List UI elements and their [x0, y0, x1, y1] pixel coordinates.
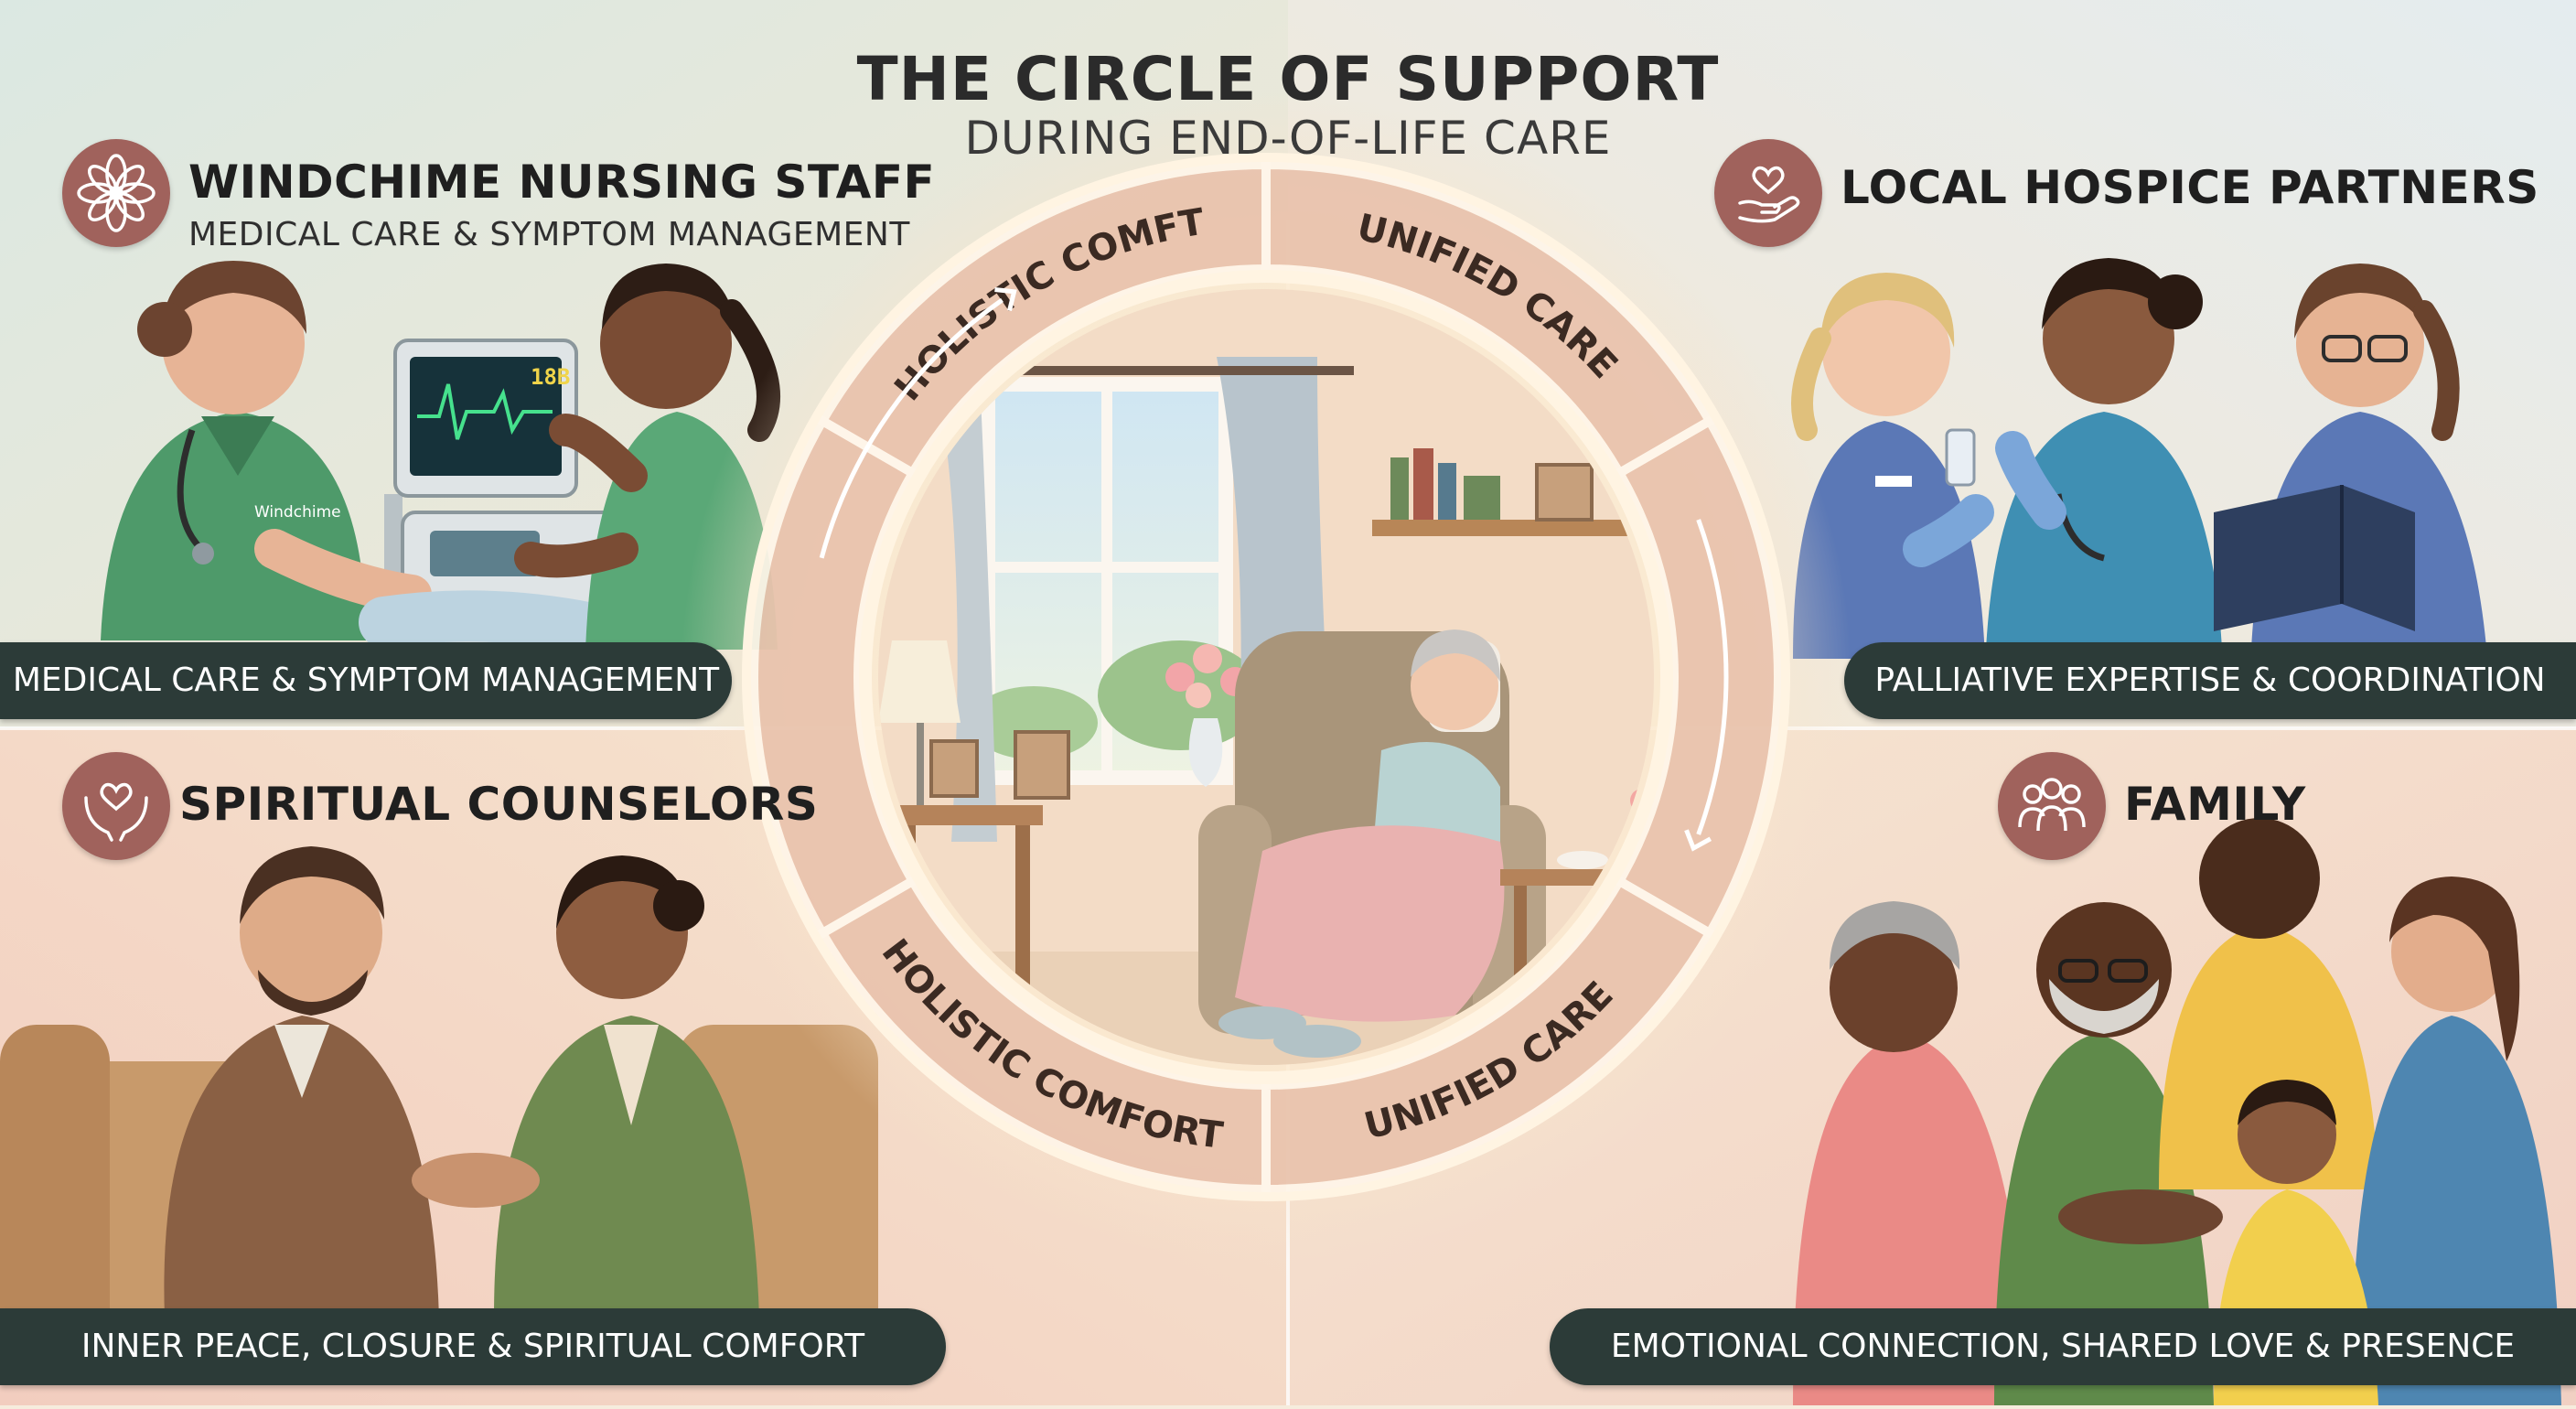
scrub-logo: Windchime — [254, 503, 341, 522]
heart-in-hand-icon — [1738, 166, 1800, 223]
flow-arrow-right-head — [1684, 829, 1712, 852]
flower-mandala-icon — [77, 154, 156, 232]
heart-hands-icon — [84, 782, 148, 842]
room-illustration — [878, 289, 1654, 1065]
hospice-banner: PALLIATIVE EXPERTISE & COORDINATION — [1844, 642, 2576, 719]
monitor-reading: 18B — [531, 364, 570, 390]
family-banner: EMOTIONAL CONNECTION, SHARED LOVE & PRES… — [1550, 1308, 2576, 1385]
hospice-badge — [1714, 139, 1822, 247]
page-title: THE CIRCLE OF SUPPORT — [856, 44, 1720, 114]
family-group-icon — [2018, 778, 2086, 832]
flow-arrow-left — [819, 297, 1004, 559]
nursing-title: WINDCHIME NURSING STAFF — [188, 156, 936, 209]
nursing-banner: MEDICAL CARE & SYMPTOM MANAGEMENT — [0, 642, 732, 719]
flow-arrow-left-head — [994, 287, 1017, 312]
spiritual-illustration — [0, 846, 878, 1354]
spiritual-banner: INNER PEACE, CLOSURE & SPIRITUAL COMFORT — [0, 1308, 946, 1385]
family-title: FAMILY — [2124, 778, 2306, 831]
flow-arrow-right — [1696, 519, 1729, 835]
spiritual-title: SPIRITUAL COUNSELORS — [179, 778, 819, 831]
ring-segment-3 — [1261, 875, 1716, 1195]
ring-segment-2 — [816, 875, 1271, 1195]
hospice-illustration — [1791, 258, 2488, 668]
nursing-badge — [62, 139, 170, 247]
family-badge — [1998, 752, 2106, 860]
ring-inner-rim — [859, 270, 1673, 1084]
hospice-title: LOCAL HOSPICE PARTNERS — [1841, 161, 2539, 214]
ring-segment-1 — [1261, 159, 1716, 479]
ring-outer-rim — [742, 153, 1790, 1201]
spiritual-badge — [62, 752, 170, 860]
page-subtitle: DURING END-OF-LIFE CARE — [964, 112, 1612, 165]
nursing-subtitle: MEDICAL CARE & SYMPTOM MANAGEMENT — [188, 216, 910, 253]
